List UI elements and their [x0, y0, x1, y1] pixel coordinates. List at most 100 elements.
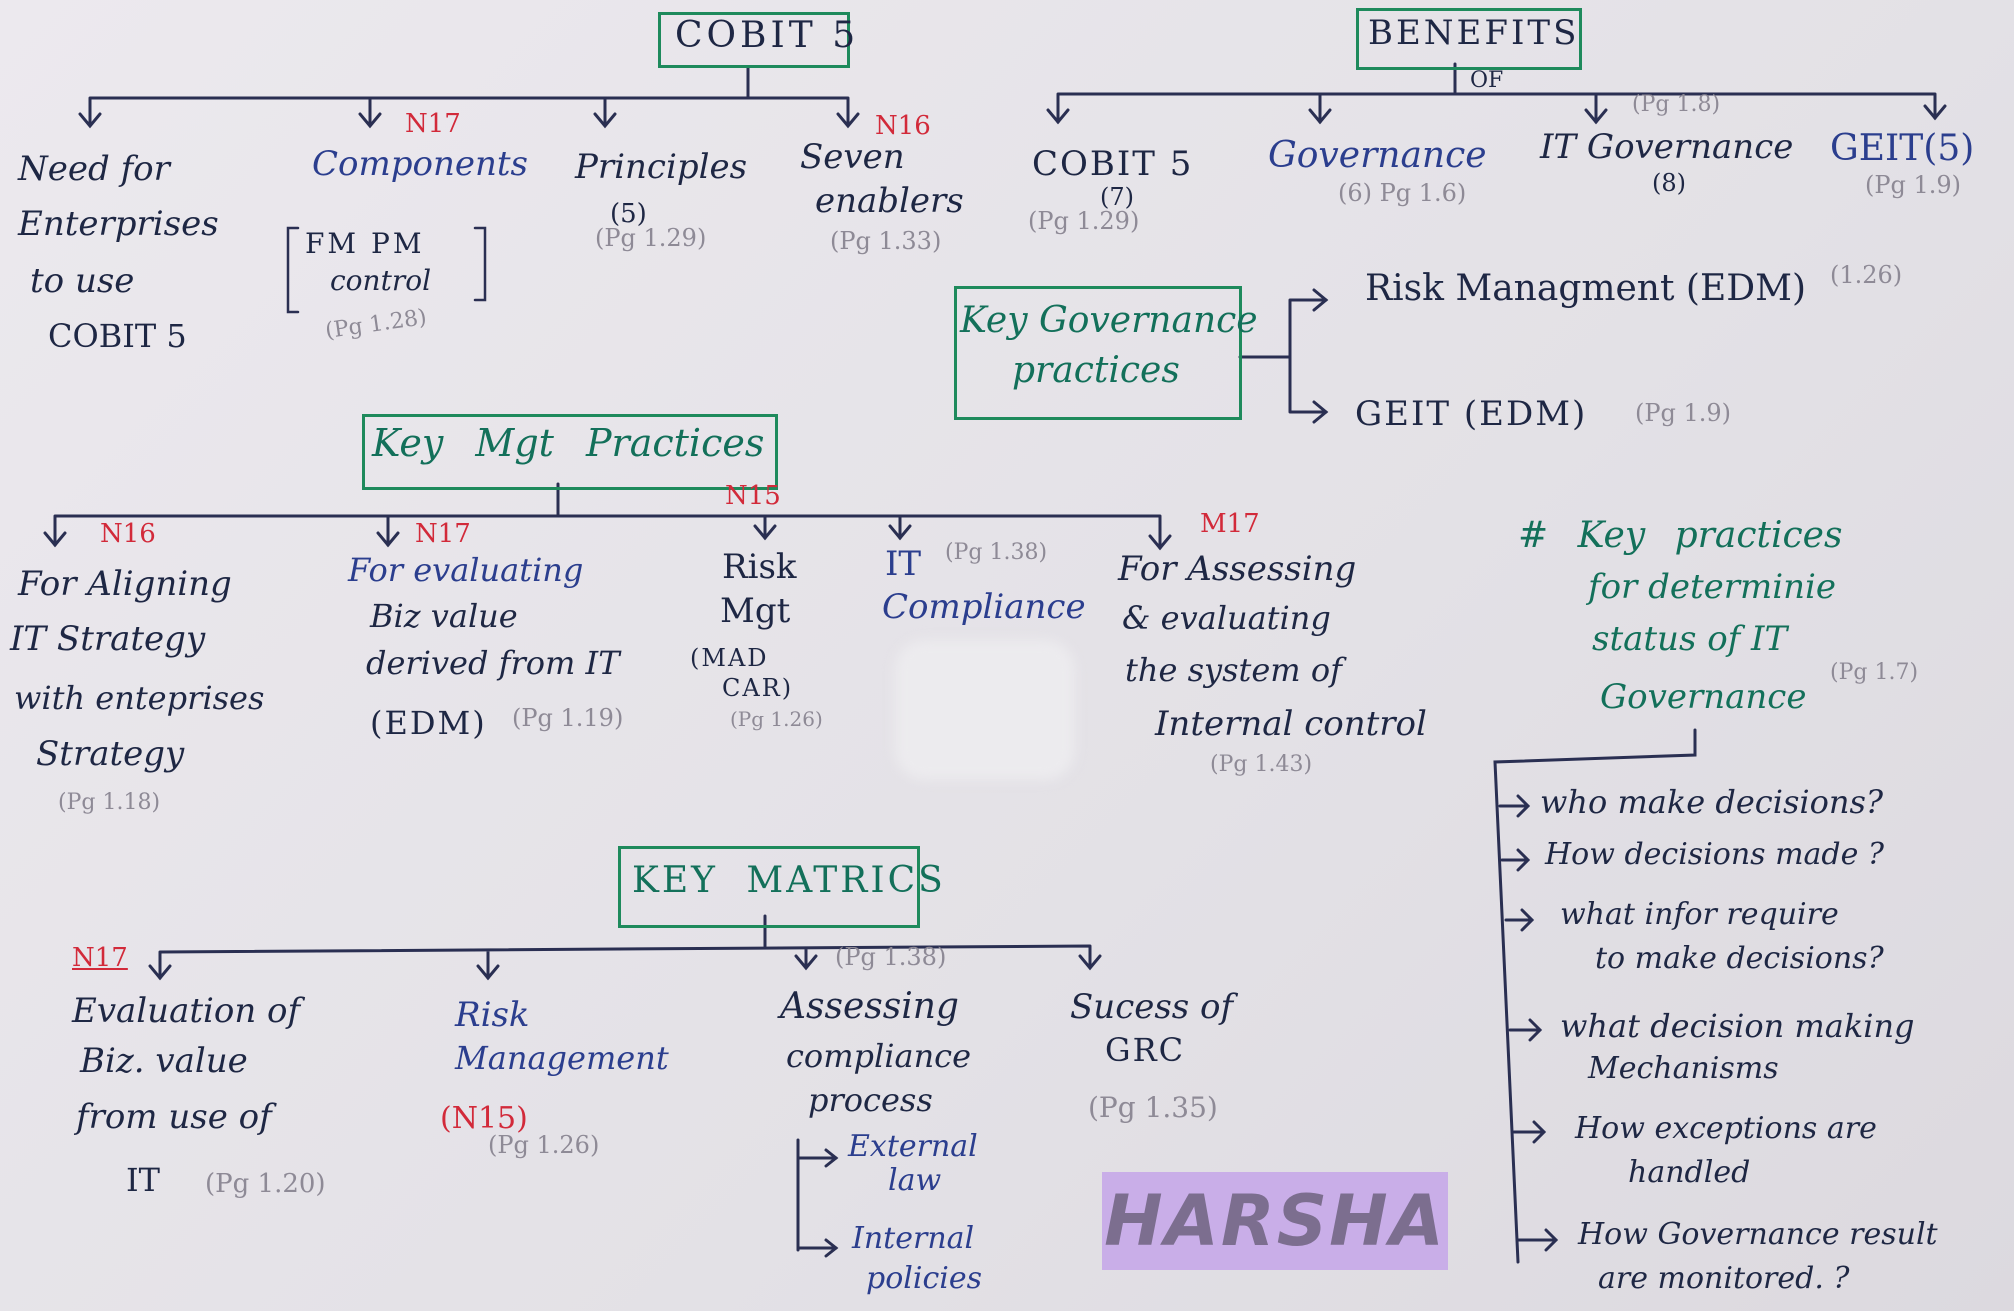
cobit5-title-box	[658, 12, 850, 68]
aligning-ref: (Pg 1.18)	[58, 790, 161, 815]
matrics-risk-tag: (N15)	[440, 1101, 528, 1136]
evaluation-line-4: IT	[126, 1161, 160, 1199]
practice-item-6b: are monitored. ?	[1598, 1261, 1850, 1296]
evaluation-tag: N17	[72, 943, 128, 973]
practice-item-5b: handled	[1628, 1155, 1751, 1190]
evaluating-line-4: (EDM)	[370, 704, 487, 742]
key-matrics-title: KEY MATRICS	[632, 860, 946, 901]
practice-item-5a: How exceptions are	[1575, 1111, 1877, 1146]
governance-branch-lines	[1238, 298, 1328, 414]
external-law-1: External	[848, 1129, 978, 1164]
external-law-2: law	[888, 1163, 942, 1198]
compliance-sub-arrowheads	[824, 1148, 839, 1258]
assessing-ref: (Pg 1.43)	[1210, 752, 1313, 777]
benefits-geit-ref: (Pg 1.9)	[1865, 171, 1962, 199]
evaluating-line-1: For evaluating	[348, 551, 584, 589]
benefits-title-box	[1356, 8, 1582, 70]
key-governance-geit-label: GEIT (EDM)	[1355, 394, 1588, 434]
matrics-success-line-1: Sucess of	[1070, 987, 1234, 1027]
matrics-risk-line-2: Management	[455, 1039, 669, 1077]
cobit-arrowheads	[78, 112, 860, 129]
enablers-tag: N16	[875, 111, 931, 141]
need-line-2: Enterprises	[18, 204, 219, 244]
mgt-risk-ref: (Pg 1.26)	[730, 707, 823, 731]
principles-ref: (Pg 1.29)	[595, 224, 707, 252]
evaluation-line-3: from use of	[76, 1097, 272, 1137]
benefits-title: BENEFITS	[1368, 13, 1580, 53]
evaluation-ref: (Pg 1.20)	[205, 1169, 326, 1199]
cobit-tree-lines	[88, 66, 850, 127]
key-practices-title-4: Governance	[1600, 677, 1807, 717]
aligning-line-1: For Aligning	[18, 564, 232, 604]
assessing-tag: M17	[1200, 509, 1260, 539]
key-matrics-box	[618, 846, 920, 928]
enablers-label: enablers	[815, 181, 964, 221]
practice-item-4a: what decision making	[1560, 1007, 1915, 1045]
key-practices-ref: (Pg 1.7)	[1830, 660, 1919, 685]
mgt-risk-sub-1: (MAD	[690, 644, 769, 672]
key-matrics-ref-top: (Pg 1.38)	[835, 943, 947, 971]
matrics-assessing-line-3: process	[808, 1081, 933, 1119]
aligning-line-3: with enteprises	[14, 679, 265, 717]
watermark-badge: HARSHA	[1102, 1172, 1448, 1270]
benefits-itgov-count: (8)	[1652, 169, 1686, 197]
evaluation-line-1: Evaluation of	[72, 991, 301, 1031]
practice-item-4b: Mechanisms	[1588, 1051, 1779, 1086]
benefits-governance-label: Governance	[1268, 135, 1487, 176]
need-line-4: COBIT 5	[48, 317, 187, 355]
practices-arrows	[1498, 794, 1559, 1252]
it-compliance-label-2: Compliance	[882, 587, 1086, 627]
key-mgt-box	[362, 414, 778, 490]
practice-item-3b: to make decisions?	[1595, 941, 1884, 976]
evaluating-ref: (Pg 1.19)	[512, 704, 624, 732]
matrics-risk-ref: (Pg 1.26)	[488, 1131, 600, 1159]
matrics-assessing-line-2: compliance	[786, 1037, 972, 1075]
assessing-line-2: & evaluating	[1122, 599, 1331, 637]
matrics-success-ref: (Pg 1.35)	[1088, 1091, 1218, 1124]
assessing-line-4: Internal control	[1155, 704, 1427, 744]
benefits-itgov-label: IT Governance	[1540, 127, 1794, 167]
aligning-line-4: Strategy	[36, 734, 185, 774]
mgt-arrowheads	[43, 524, 1172, 551]
need-line-3: to use	[30, 261, 135, 301]
practices-bracket-lines	[1493, 728, 1697, 1264]
practice-item-3a: what infor require	[1560, 897, 1839, 932]
key-governance-title-1: Key Governance	[960, 300, 1258, 341]
governance-arrowheads	[1312, 288, 1329, 424]
components-bracket	[286, 226, 487, 314]
components-fm-pm: FM PM	[305, 227, 425, 260]
benefits-arrowheads	[1046, 104, 1947, 125]
mgt-risk-line-1: Risk	[722, 547, 797, 587]
assessing-line-1: For Assessing	[1118, 549, 1357, 589]
internal-policies-1: Internal	[852, 1221, 975, 1256]
key-governance-geit-ref: (Pg 1.9)	[1635, 399, 1732, 427]
key-mgt-tag-n15: N15	[725, 481, 781, 511]
key-governance-box	[954, 286, 1242, 420]
key-practices-title-1: # Key practices	[1518, 515, 1843, 556]
aligning-line-2: IT Strategy	[10, 619, 206, 659]
enablers-seven: Seven	[800, 137, 905, 177]
principles-label: Principles	[575, 147, 748, 187]
matrics-success-line-2: GRC	[1105, 1031, 1186, 1069]
benefits-of: OF	[1470, 68, 1504, 93]
benefits-cobit5-label: COBIT 5	[1032, 144, 1194, 184]
components-control: control	[330, 264, 432, 297]
watermark-text: HARSHA	[1104, 1180, 1446, 1262]
components-label: Components	[312, 144, 528, 184]
key-governance-title-2: practices	[1012, 350, 1180, 391]
benefits-cobit5-ref: (Pg 1.29)	[1028, 207, 1140, 235]
benefits-tree-lines	[1056, 62, 1937, 124]
key-practices-title-2: for determinie	[1588, 567, 1837, 607]
evaluation-line-2: Biz. value	[80, 1041, 248, 1081]
mgt-risk-line-2: Mgt	[720, 591, 791, 631]
practice-item-1: who make decisions?	[1540, 783, 1884, 821]
mgt-tree-lines	[53, 482, 1162, 550]
benefits-itgov-ref: (Pg 1.8)	[1632, 92, 1721, 117]
principles-count: (5)	[610, 199, 647, 229]
cobit5-title: COBIT 5	[675, 15, 860, 56]
it-compliance-label-1: IT	[885, 544, 922, 584]
practice-item-2: How decisions made ?	[1545, 837, 1885, 872]
enablers-ref: (Pg 1.33)	[830, 227, 942, 255]
